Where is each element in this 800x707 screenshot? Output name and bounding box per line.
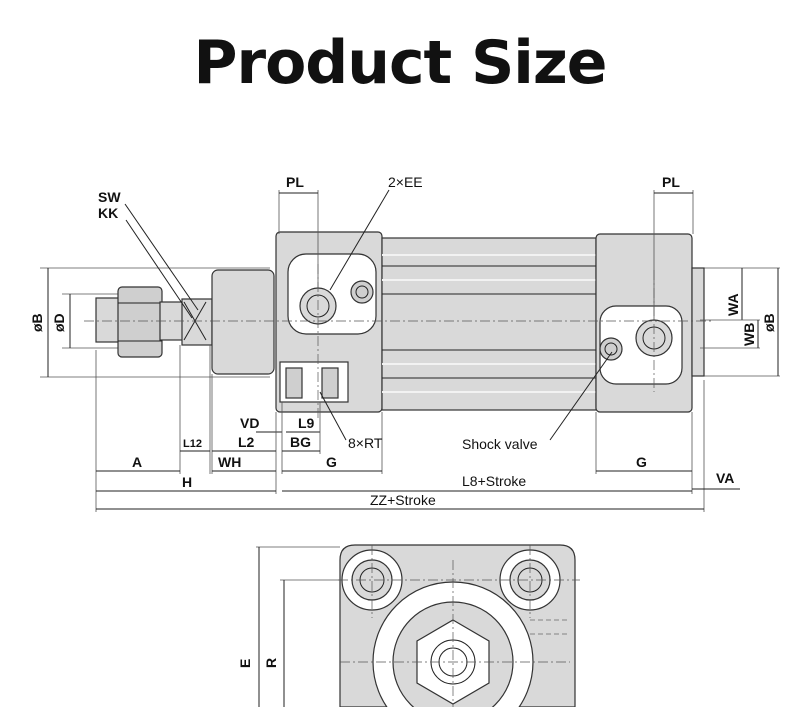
piston-rod (95, 286, 213, 358)
side-view: SW KK PL 2×EE PL øB øD WA WB øB VD L9 L1… (29, 174, 780, 512)
label-pl-left: PL (286, 174, 304, 190)
end-view: E R (237, 544, 580, 707)
label-wh: WH (218, 454, 241, 470)
label-wb: WB (741, 323, 757, 346)
label-l9: L9 (298, 415, 315, 431)
label-pl-right: PL (662, 174, 680, 190)
label-phi-b-left: øB (29, 313, 45, 332)
label-r: R (263, 658, 279, 668)
label-a: A (132, 454, 142, 470)
label-phi-b-right: øB (761, 313, 777, 332)
rod-end-cover (275, 231, 383, 413)
label-l12: L12 (183, 438, 202, 450)
label-l8-stroke: L8+Stroke (462, 473, 526, 489)
label-shock-valve: Shock valve (462, 436, 538, 452)
label-rt: 8×RT (348, 435, 383, 451)
label-ee: 2×EE (388, 174, 423, 190)
label-h: H (182, 474, 192, 490)
cylinder-barrel (381, 237, 597, 411)
label-kk: KK (98, 205, 118, 221)
label-va: VA (716, 470, 734, 486)
label-l2: L2 (238, 434, 255, 450)
head-end-cover (595, 233, 705, 413)
label-g-left: G (326, 454, 337, 470)
page-title: Product Size (193, 28, 608, 98)
label-vd: VD (240, 415, 259, 431)
rod-cover-boss (211, 269, 275, 375)
label-wa: WA (725, 293, 741, 316)
label-g-right: G (636, 454, 647, 470)
label-sw: SW (98, 189, 121, 205)
label-bg: BG (290, 434, 311, 450)
label-phi-d: øD (51, 313, 67, 332)
label-e: E (237, 659, 253, 668)
label-zz-stroke: ZZ+Stroke (370, 492, 436, 508)
